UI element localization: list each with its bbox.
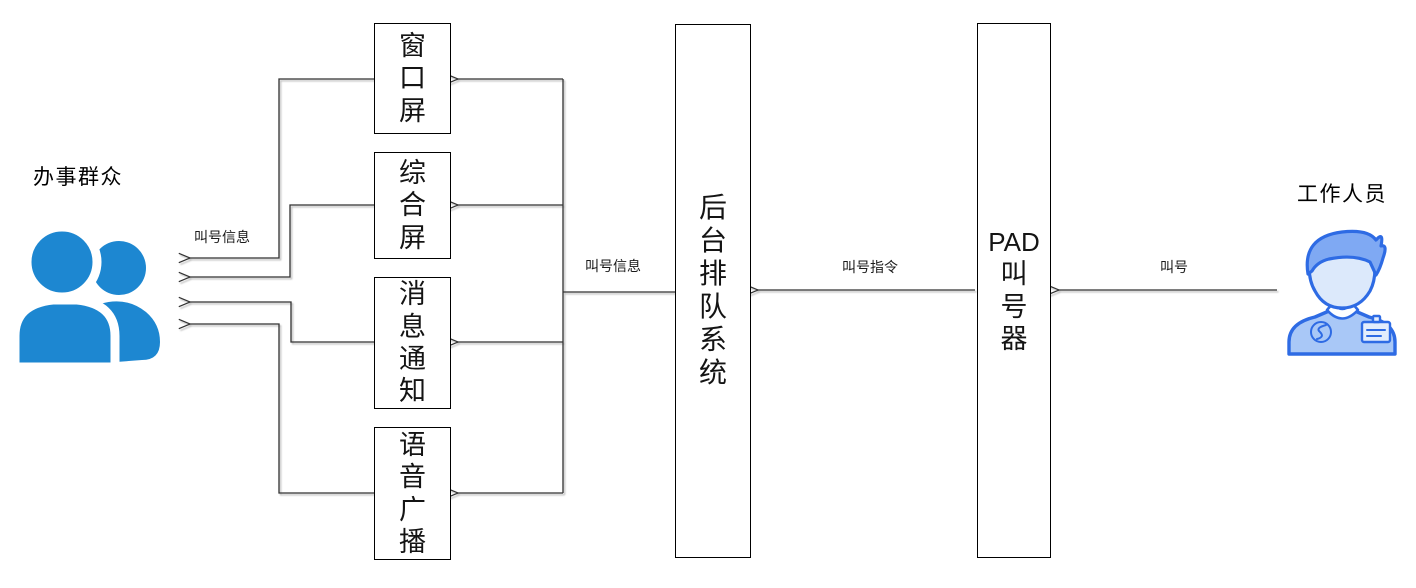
edge-label-call-info-mid: 叫号信息 [585,258,641,274]
node-queue-system: 后台排队系统 [675,24,751,558]
node-pad-caller: PAD 叫号器 [977,23,1051,558]
staff-label: 工作人员 [1297,183,1387,206]
edge-window-screen-to-citizens [189,78,374,258]
edge-label-call-info-left: 叫号信息 [194,229,250,245]
node-message-notice: 消息通知 [374,277,451,409]
node-queue-system-label: 后台排队系统 [698,192,727,390]
node-voice-broadcast: 语音广播 [374,427,451,560]
node-window-screen-label: 窗口屏 [399,30,426,126]
node-pad-caller-label-cn: 叫号器 [1000,259,1028,354]
edge-queue-trunk [562,79,675,493]
citizens-group-icon [10,222,180,372]
edge-voice-broadcast-to-citizens [189,324,374,494]
staff-person-icon [1284,227,1400,356]
edge-composite-screen-to-citizens [189,204,374,277]
node-composite-screen: 综合屏 [374,152,451,259]
edge-label-call: 叫号 [1160,259,1188,275]
edge-message-notice-to-citizens [189,302,374,343]
citizens-label: 办事群众 [33,166,123,189]
node-window-screen: 窗口屏 [374,23,451,134]
node-voice-broadcast-label: 语音广播 [399,429,426,557]
edge-label-call-command: 叫号指令 [842,259,898,275]
node-composite-screen-label: 综合屏 [399,157,426,253]
node-pad-caller-label-en: PAD [988,226,1040,257]
node-message-notice-label: 消息通知 [399,279,426,407]
